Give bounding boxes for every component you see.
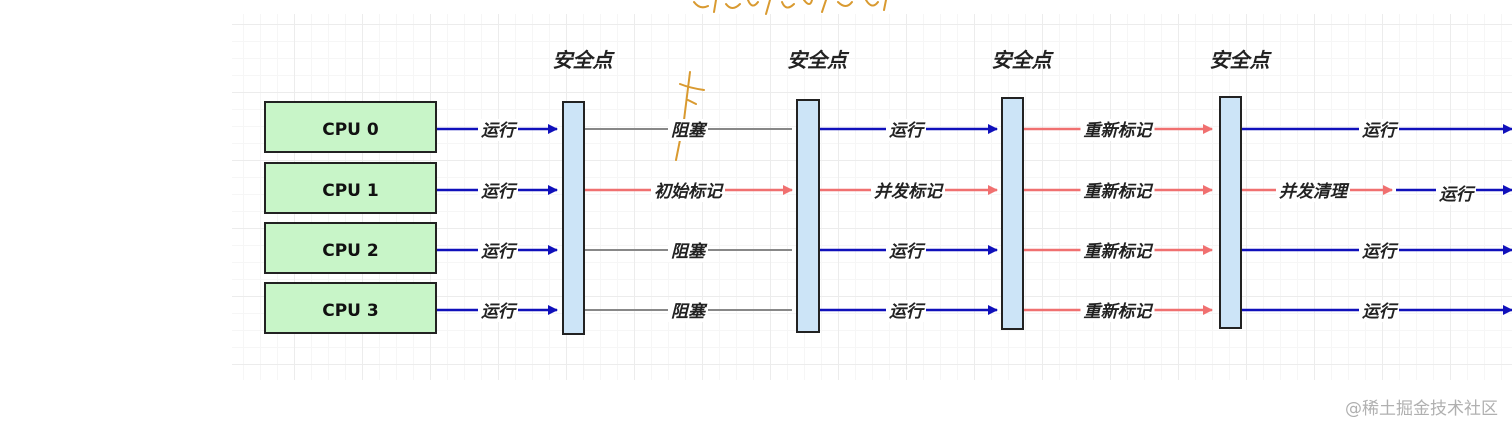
cpu-box-2 — [264, 222, 437, 274]
segment-3-cpu-3-label: 重新标记 — [1084, 302, 1154, 322]
cpu-boxes: CPU 0 CPU 1 CPU 2 CPU 3 — [264, 101, 437, 334]
segment-2-cpu-1-label-bg — [871, 180, 945, 202]
segment-0-cpu-3-label: 运行 — [481, 302, 518, 322]
segment-2-cpu-2-label-bg — [886, 240, 926, 262]
segment-4-cpu-2-label: 运行 — [1362, 242, 1399, 262]
segment-1-cpu-0-label-bg — [668, 119, 708, 141]
segment-1-cpu-2-label: 阻塞 — [671, 242, 708, 262]
segment-1-cpu-3-label-bg — [668, 300, 708, 322]
cpu-lanes — [437, 124, 1512, 315]
segment-1-cpu-2-label-bg — [668, 240, 708, 262]
segment-1-cpu-1-label: 初始标记 — [654, 182, 724, 202]
safepoints: 安全点 安全点 安全点 安全点 — [553, 48, 1273, 335]
segment-0-cpu-1-label: 运行 — [481, 182, 518, 202]
segment-2-cpu-0-label: 运行 — [889, 121, 926, 141]
segment-0-cpu-2-label-bg — [478, 240, 518, 262]
cpu-label-2: CPU 2 — [322, 241, 379, 261]
watermark: @稀土掘金技术社区 — [1345, 399, 1498, 419]
segment-1-cpu-3-label: 阻塞 — [671, 302, 708, 322]
segment-2-cpu-3-label-bg — [886, 300, 926, 322]
cpu-box-3 — [264, 282, 437, 334]
segment-2-cpu-2-label: 运行 — [889, 242, 926, 262]
segment-tail-cpu-1-label-bg — [1436, 183, 1476, 205]
segment-3-cpu-2-label: 重新标记 — [1084, 242, 1154, 262]
segment-3-cpu-0-label-bg — [1080, 119, 1155, 141]
segment-0-cpu-2-label: 运行 — [481, 242, 518, 262]
safepoint-title-3: 安全点 — [1210, 48, 1273, 72]
cpu-label-0: CPU 0 — [322, 120, 379, 140]
handwriting-annotation — [675, 0, 887, 161]
segment-3-cpu-2-label-bg — [1080, 240, 1155, 262]
segment-4-cpu-1-label: 并发清理 — [1279, 182, 1350, 202]
segment-3-cpu-0-label: 重新标记 — [1084, 121, 1154, 141]
segment-4-cpu-3-label-bg — [1359, 300, 1399, 322]
cpu-label-3: CPU 3 — [322, 301, 379, 321]
segment-0-cpu-1-label-bg — [478, 180, 518, 202]
segment-4-cpu-2-label-bg — [1359, 240, 1399, 262]
segment-2-cpu-3-label: 运行 — [889, 302, 926, 322]
segment-0-cpu-0-label-bg — [478, 119, 518, 141]
segment-4-cpu-1-label-bg — [1276, 180, 1350, 202]
safepoint-title-2: 安全点 — [992, 48, 1055, 72]
segment-3-cpu-1-label: 重新标记 — [1084, 182, 1154, 202]
safepoint-bar-1 — [796, 99, 820, 333]
segment-3-cpu-1-label-bg — [1080, 180, 1155, 202]
safepoint-bar-3 — [1219, 96, 1242, 329]
segment-2-cpu-1-label: 并发标记 — [874, 182, 944, 202]
segment-1-cpu-0-label: 阻塞 — [671, 121, 708, 141]
safepoint-bar-0 — [562, 101, 585, 335]
segment-1-cpu-1-label-bg — [651, 180, 725, 202]
segment-labels: 运行运行运行运行阻塞初始标记阻塞阻塞运行并发标记运行运行重新标记重新标记重新标记… — [478, 119, 1476, 322]
cpu-box-1 — [264, 162, 437, 214]
cpu-label-1: CPU 1 — [322, 181, 379, 201]
segment-4-cpu-0-label-bg — [1359, 119, 1399, 141]
segment-4-cpu-0-label: 运行 — [1362, 121, 1399, 141]
safepoint-title-1: 安全点 — [787, 48, 850, 72]
segment-4-cpu-3-label: 运行 — [1362, 302, 1399, 322]
safepoint-title-0: 安全点 — [553, 48, 616, 72]
safepoint-bar-2 — [1001, 97, 1024, 330]
cpu-box-0 — [264, 101, 437, 153]
segment-0-cpu-3-label-bg — [478, 300, 518, 322]
segment-tail-cpu-1-label: 运行 — [1439, 185, 1476, 205]
segment-2-cpu-0-label-bg — [886, 119, 926, 141]
segment-3-cpu-3-label-bg — [1080, 300, 1155, 322]
segment-0-cpu-0-label: 运行 — [481, 121, 518, 141]
